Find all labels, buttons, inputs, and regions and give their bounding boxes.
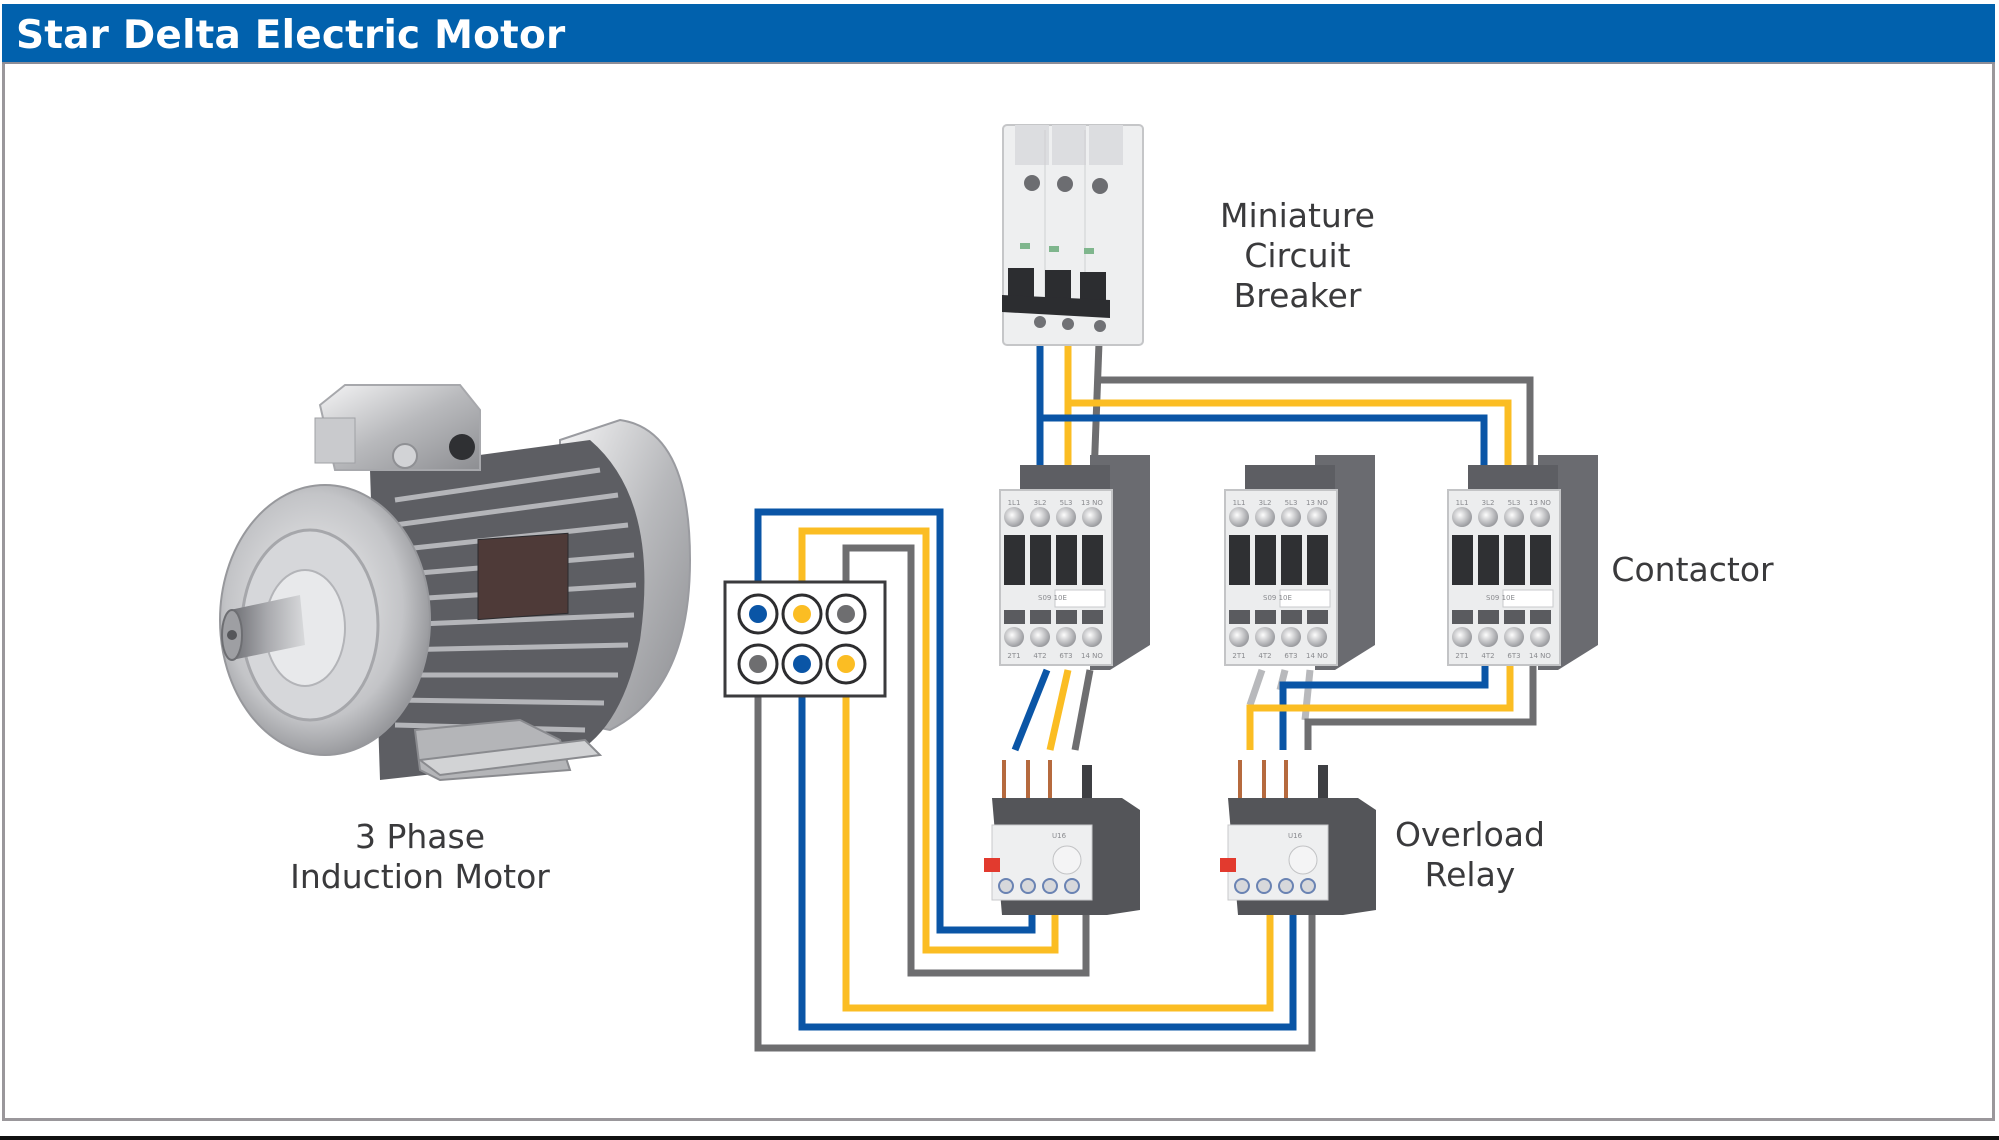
terminal-top-row [737, 593, 867, 635]
mcb-label: Miniature Circuit Breaker [1165, 196, 1430, 316]
contactor-terminal-label: 3L2 [1482, 499, 1495, 507]
contactor-terminal-label: 3L2 [1034, 499, 1047, 507]
contactor-terminal-label: 4T2 [1033, 652, 1046, 660]
contactor-label-line1: Contactor [1611, 550, 1774, 589]
terminal-box [723, 580, 887, 698]
motor-label-line2: Induction Motor [290, 857, 550, 896]
contactor-icon: 1L1 2T1 3L2 4T2 5L3 6T3 13 NO 14 NO S09 10E [1447, 455, 1598, 670]
contactor-terminal-label: 1L1 [1233, 499, 1246, 507]
wire-tb-blue-top [754, 508, 1036, 934]
contactor-terminal-label: 13 NO [1306, 499, 1328, 507]
wire-tb-yellow-bottom [842, 678, 1274, 1012]
contactor-terminal-label: 4T2 [1481, 652, 1494, 660]
contactor-terminal-label: 13 NO [1529, 499, 1551, 507]
wire-c1-relay-yellow [1046, 669, 1072, 751]
bottom-border [0, 1136, 1999, 1140]
contactor-terminal-label: 5L3 [1285, 499, 1298, 507]
contactor-terminal-label: 1L1 [1456, 499, 1469, 507]
wire-c3-relay-yellow [1246, 660, 1514, 750]
relay-model: U16 [1288, 832, 1303, 840]
contactor-terminal-label: 14 NO [1306, 652, 1328, 660]
contactor-terminal-label: 1L1 [1008, 499, 1021, 507]
overload-relay-icon: U16 [984, 760, 1140, 915]
contactor-terminal-label: 5L3 [1508, 499, 1521, 507]
contactor-terminal-label: 2T1 [1232, 652, 1245, 660]
circuit-breaker-icon [1002, 124, 1144, 346]
motor-label-line1: 3 Phase [354, 817, 486, 856]
contactor-terminal-label: 6T3 [1284, 652, 1297, 660]
overload-label: Overload Relay [1390, 815, 1550, 895]
mcb-label-line2: Breaker [1233, 276, 1362, 315]
contactor-terminal-label: 3L2 [1259, 499, 1272, 507]
overload-relay-icon: U16 [1220, 760, 1376, 915]
contactor-terminal-label: 2T1 [1007, 652, 1020, 660]
wire-c1-relay-blue [1011, 668, 1051, 752]
contactor-terminal-label: 4T2 [1258, 652, 1271, 660]
overload-label-line2: Relay [1424, 855, 1516, 894]
wire-tb-gray-top [842, 544, 1090, 977]
wire-c3-relay-blue [1279, 660, 1489, 750]
contactor-model: S09 10E [1038, 594, 1067, 602]
wire-tb-blue-bottom [798, 678, 1297, 1031]
contactor-terminal-label: 6T3 [1507, 652, 1520, 660]
page-title: Star Delta Electric Motor [16, 13, 566, 58]
relay-model: U16 [1052, 832, 1067, 840]
contactor-terminal-label: 13 NO [1081, 499, 1103, 507]
motor-label: 3 Phase Induction Motor [285, 817, 555, 897]
contactor-icon: 1L1 2T1 3L2 4T2 5L3 6T3 13 NO 14 NO S09 10E [999, 455, 1150, 670]
contactor-terminal-label: 14 NO [1081, 652, 1103, 660]
overload-label-line1: Overload [1395, 815, 1545, 854]
wire-c3-relay-gray [1304, 660, 1537, 750]
wire-tb-yellow-top [798, 527, 1059, 954]
contactor-terminal-label: 6T3 [1059, 652, 1072, 660]
contactor-model: S09 10E [1263, 594, 1292, 602]
contactor-icon: 1L1 2T1 3L2 4T2 5L3 6T3 13 NO 14 NO S09 10E [1224, 455, 1375, 670]
contactor-label: Contactor [1610, 550, 1775, 590]
contactor-terminal-label: 5L3 [1060, 499, 1073, 507]
contactor-model: S09 10E [1486, 594, 1515, 602]
motor-icon [219, 384, 692, 782]
terminal-bottom-row [737, 643, 867, 685]
wire-c1-relay-gray [1071, 669, 1094, 751]
contactor-terminal-label: 14 NO [1529, 652, 1551, 660]
wire-tb-gray-bottom [754, 678, 1316, 1052]
mcb-label-line1: Miniature Circuit [1220, 196, 1375, 275]
title-bar: Star Delta Electric Motor [2, 4, 1995, 64]
contactor-terminal-label: 2T1 [1455, 652, 1468, 660]
